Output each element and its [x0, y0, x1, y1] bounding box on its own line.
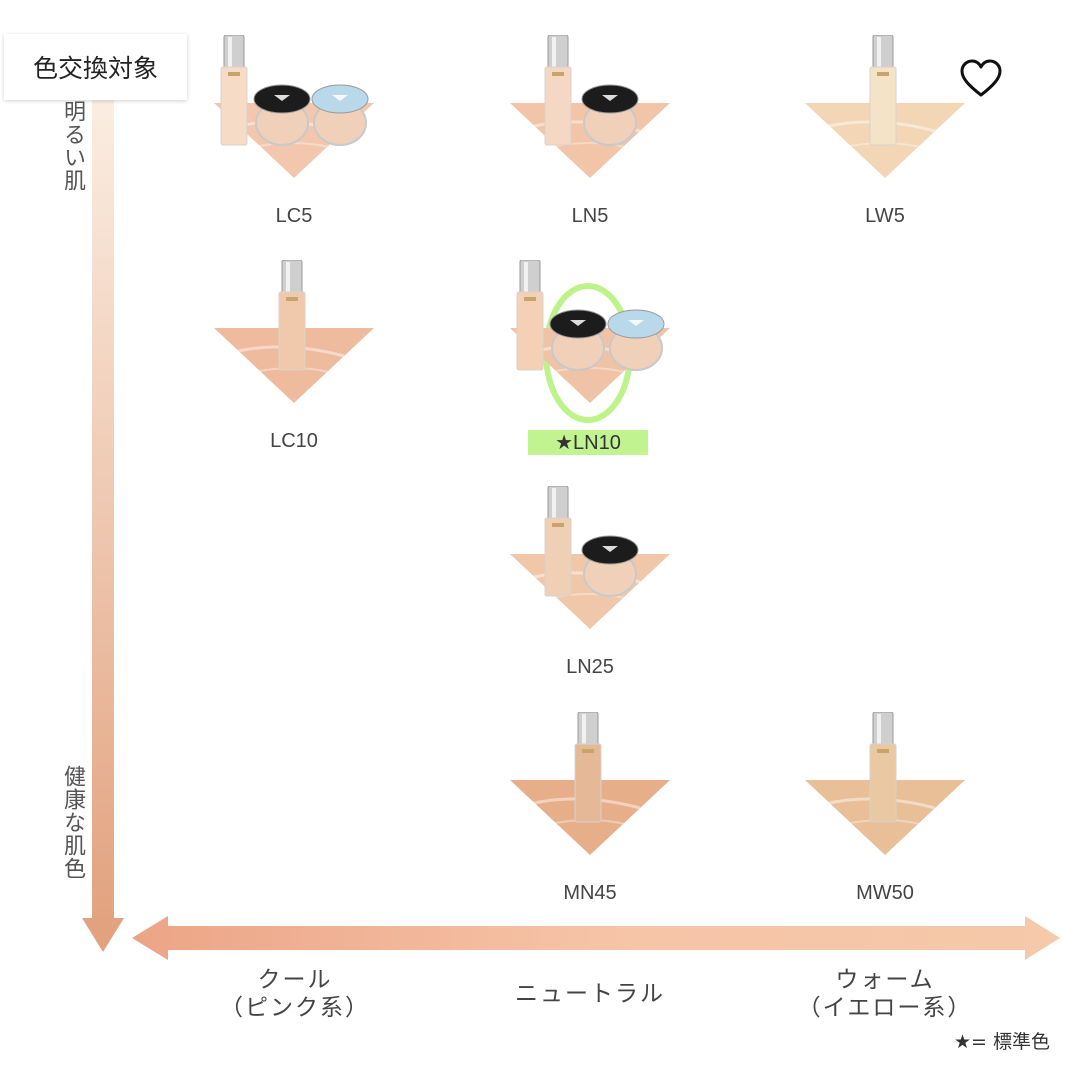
bottle-icon	[544, 486, 572, 597]
exchange-tag-label: 色交換対象	[32, 54, 158, 83]
product-code-label: LN25	[566, 656, 614, 678]
legend-standard-color: ★= 標準色	[954, 1031, 1050, 1053]
bottle-icon	[278, 260, 306, 371]
black-compact-icon	[581, 535, 639, 597]
product-code-label: LW5	[865, 205, 905, 227]
blue-compact-icon	[311, 84, 369, 146]
product-illustration	[214, 260, 374, 403]
blue-compact-icon	[607, 309, 665, 371]
product-illustration	[805, 712, 965, 855]
black-compact-icon	[581, 84, 639, 146]
product-illustration	[510, 35, 670, 178]
product-LN10[interactable]: ★LN10	[500, 260, 680, 485]
bottle-icon	[574, 712, 602, 823]
bottle-icon	[869, 712, 897, 823]
product-code-label: MW50	[856, 882, 914, 904]
black-compact-icon	[549, 309, 607, 371]
product-code-label: MN45	[563, 882, 617, 904]
axis-label-warm: ウォーム （イエロー系）	[797, 967, 973, 1021]
bottle-icon	[869, 35, 897, 146]
product-code-label: LC10	[270, 430, 318, 452]
product-illustration	[805, 35, 965, 178]
product-LC10[interactable]: LC10	[204, 260, 384, 485]
product-illustration	[214, 35, 374, 178]
product-code-label: ★LN10	[528, 430, 648, 455]
product-LN5[interactable]: LN5	[500, 35, 680, 260]
axis-label-neutral: ニュートラル	[515, 981, 665, 1007]
axis-label-bright-skin: 明るい肌	[60, 100, 85, 192]
product-illustration	[510, 260, 670, 423]
product-MN45[interactable]: MN45	[500, 712, 680, 937]
product-LN25[interactable]: LN25	[500, 486, 680, 711]
bottle-icon	[544, 35, 572, 146]
exchange-tag: 色交換対象	[4, 34, 187, 100]
product-code-label: LC5	[275, 205, 313, 227]
product-illustration	[510, 486, 670, 629]
vertical-axis-arrow	[82, 90, 124, 952]
product-illustration	[510, 712, 670, 855]
horizontal-axis-arrow	[132, 916, 1060, 960]
bottle-icon	[220, 35, 248, 146]
product-code-label: LN5	[571, 205, 609, 227]
black-compact-icon	[253, 84, 311, 146]
heart-icon[interactable]	[958, 56, 1004, 102]
bottle-icon	[516, 260, 544, 371]
product-MW50[interactable]: MW50	[795, 712, 975, 937]
product-LW5[interactable]: LW5	[795, 35, 975, 260]
axis-label-cool: クール （ピンク系）	[220, 967, 370, 1021]
axis-label-healthy-skin: 健康な肌色	[60, 765, 85, 880]
product-LC5[interactable]: LC5	[204, 35, 384, 260]
